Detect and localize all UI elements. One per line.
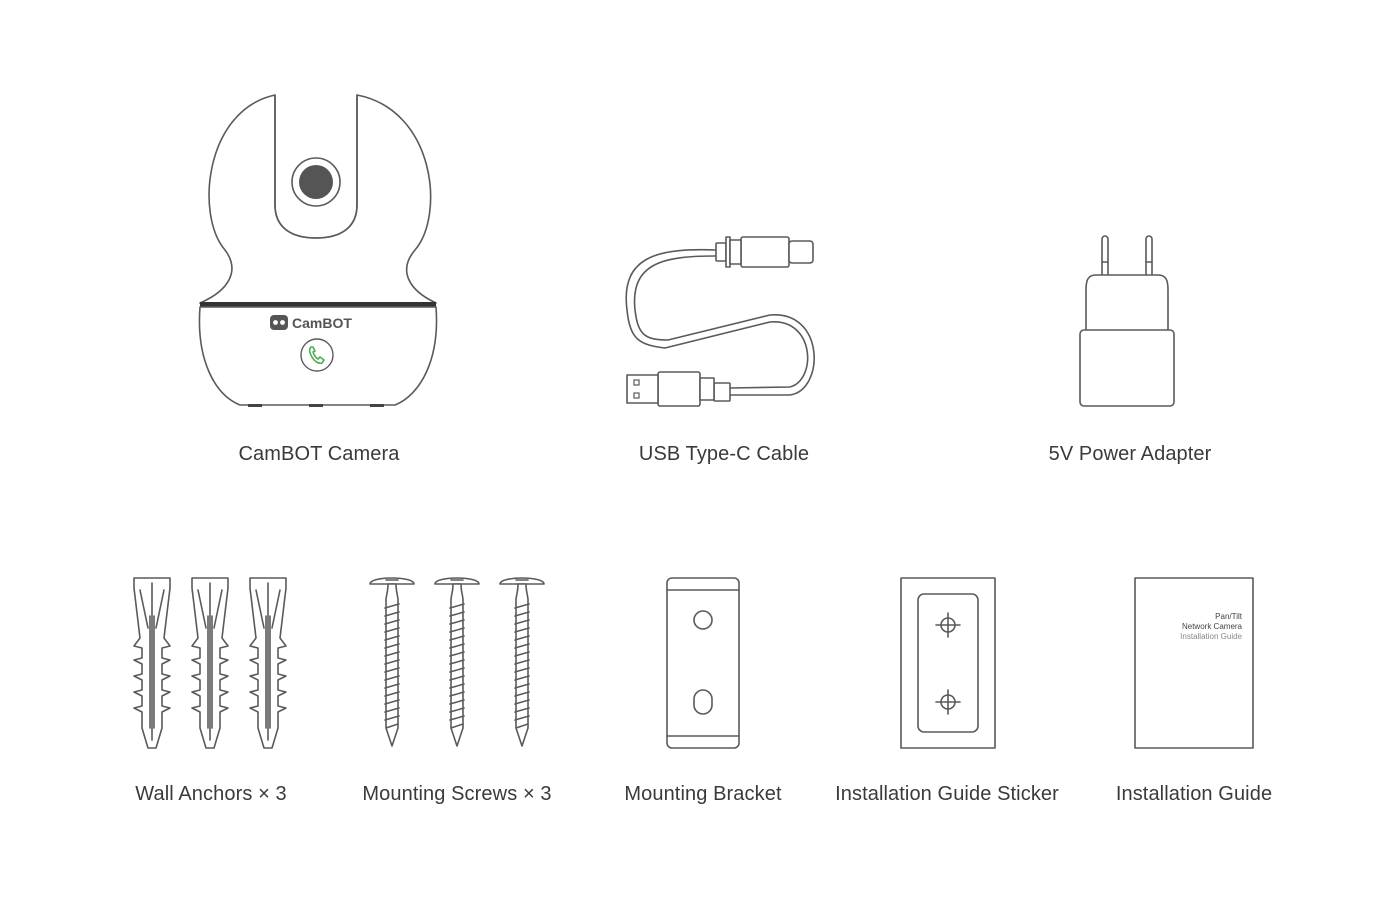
label-guide-sticker: Installation Guide Sticker [835, 783, 1059, 805]
mounting-screw-1 [369, 577, 415, 747]
label-power-adapter: 5V Power Adapter [1048, 443, 1212, 465]
label-wall-anchors: Wall Anchors × 3 [135, 783, 287, 805]
label-mounting-screws: Mounting Screws × 3 [362, 783, 552, 805]
mounting-screw-2 [434, 577, 480, 747]
label-usb-cable: USB Type-C Cable [638, 443, 810, 465]
camera-band [200, 302, 436, 307]
wall-anchor-3 [249, 577, 287, 749]
lens [299, 165, 333, 199]
label-camera: CamBOT Camera [238, 443, 400, 465]
label-installation-guide: Installation Guide [1115, 783, 1273, 805]
guide-cover-line-1: Pan/Tilt [1215, 612, 1243, 621]
cambot-logo-icon [270, 315, 288, 330]
call-button-ring [300, 338, 334, 372]
label-mounting-bracket: Mounting Bracket [624, 783, 782, 805]
guide-cover-line-3: Installation Guide [1180, 632, 1242, 641]
wall-anchor-2 [191, 577, 229, 749]
cambot-logo-text: CamBOT [292, 315, 352, 331]
phone-icon [308, 346, 325, 365]
mounting-screw-3 [499, 577, 545, 747]
lens-ring [291, 157, 341, 207]
guide-cover-line-2: Network Camera [1182, 622, 1243, 631]
wall-anchor-1 [133, 577, 171, 749]
